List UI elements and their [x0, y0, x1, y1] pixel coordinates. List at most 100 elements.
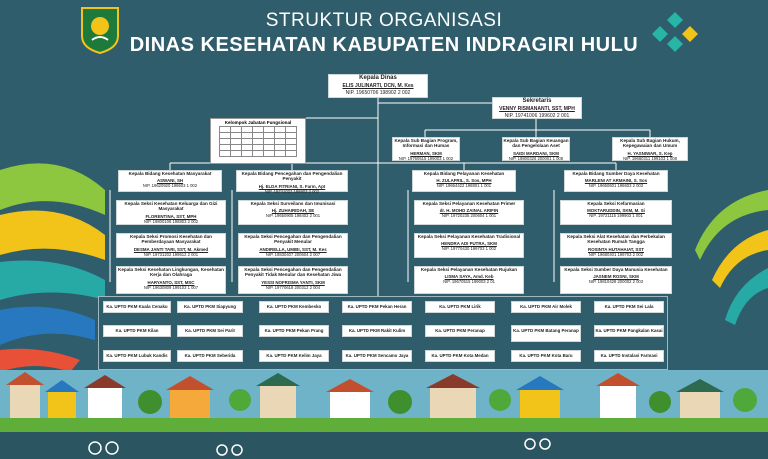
person-name: DESMA JANTI TARI, SST, M. Akmed — [133, 246, 209, 252]
subbag-program-box: Kepala Sub Bagian Program, Informasi dan… — [392, 137, 460, 161]
position-label: Kepala Seksi Pelayanan Kesehatan Primer — [422, 201, 516, 206]
grass-strip — [0, 418, 768, 432]
position-label: Kepala Seksi Kefarmasian — [587, 201, 645, 206]
person-name: ASWANI, SH — [156, 178, 184, 184]
upt-box: Ka. UPTD PKM Lubuk Kandis — [103, 350, 171, 362]
nip-number: NIP. 19720235 200604 1 001 — [441, 213, 497, 219]
upt-box: Ka. UPTD PKM Pekan Prang — [259, 325, 329, 337]
page-title-line1: STRUKTUR ORGANISASI — [265, 10, 503, 31]
nip-number: NIP. 19760515 199003 1 002 — [398, 155, 454, 161]
upt-box: Ka. UPTD PKM Rakit Kulim — [342, 325, 412, 337]
nip-number: NIP. 19800106 198803 2 002 — [143, 218, 199, 224]
nip-number: NIP. 19770618 200312 2 004 — [265, 284, 321, 290]
position-label: Kepala Seksi Alat Kesehatan dan Perbekal… — [567, 234, 665, 245]
nip-number: NIP. 19650905 198402 2 001 — [265, 213, 321, 219]
seksi-box: Kepala Seksi Kefarmasian MOKTARUDDIN, SK… — [560, 200, 672, 225]
kemenkes-logo-icon — [652, 12, 698, 52]
position-label: Kepala Bidang Pencegahan dan Pengendalia… — [241, 171, 343, 182]
subbag-keuangan-box: Kepala Sub Bagian Keuangan dan Pengelola… — [502, 137, 570, 161]
person-name: dr. H. MOHD ZAINAL ARIFIN — [439, 208, 499, 214]
nip-number: NIP. 19630809 199103 1 007 — [143, 284, 199, 290]
person-name: ROSINTA HUTAHAIAT, SST — [588, 246, 644, 252]
house-roof — [676, 379, 724, 392]
upt-box: Ka. UPTD PKM Lirik — [425, 301, 495, 313]
tree — [138, 390, 162, 414]
town-illustration — [0, 370, 768, 459]
decor-wave-right-teal — [725, 268, 768, 325]
person-name: MARLENI AT ARMAINI, S. Sos — [584, 178, 648, 184]
person-name: YESSI NOFRISMA YANTI, SKM — [261, 279, 325, 285]
house — [680, 392, 720, 418]
position-label: Kepala Seksi Pencegahan dan Pengendalian… — [244, 234, 342, 245]
nip-number: NIP. 19620920 198603 1 002 — [142, 183, 198, 189]
upt-box: Ka. UPTD PKM Pangkalan Kasai — [594, 325, 664, 337]
seksi-box: Kepala Seksi Pelayanan Kesehatan Rujukan… — [414, 266, 524, 294]
house-roof — [596, 373, 640, 386]
upt-box: Ka. UPTD PKM Kota Baru — [511, 350, 581, 362]
bidang-sdk-head-box: Kepala Bidang Sumber Daya Kesehatan MARL… — [564, 170, 668, 192]
road — [0, 432, 768, 459]
page-title-line2: DINAS KESEHATAN KABUPATEN INDRAGIRI HULU — [129, 34, 639, 56]
house-roof — [45, 380, 79, 392]
person-name: LISMA SAYA, Amd. Keb — [444, 274, 494, 280]
person-name: H. ZULAFRIL, S. Sos, MPH — [436, 178, 492, 184]
person-name: Hj. ZUHAIRIDAH, SE — [271, 208, 315, 214]
nip-number: NIP. 19741022 199903 2 002 — [264, 188, 320, 194]
upt-box: Ka. UPTD PKM Air Molek — [511, 301, 581, 313]
decor-wave-yellow — [0, 210, 105, 260]
kelompok-jabatan-fungsional-box: Kelompok Jabatan Fungsional — [210, 118, 306, 164]
bidang-p2p-head-box: Kepala Bidang Pencegahan dan Pengendalia… — [236, 170, 348, 194]
nip-number: NIP. 19800326 200001 1 008 — [508, 155, 564, 161]
regency-emblem-icon — [81, 7, 119, 54]
seksi-box: Kepala Seksi Alat Kesehatan dan Perbekal… — [560, 233, 672, 258]
upt-box: Ka. UPTD PKM Kelim Jaya — [259, 350, 329, 362]
bicycle-icon — [88, 438, 551, 456]
decor-wave-blue — [0, 306, 95, 345]
house — [88, 388, 122, 418]
person-name: VENNY RISMANANTI, SST, MPH — [499, 105, 575, 112]
tree — [489, 389, 511, 411]
position-label: Kepala Seksi Pencegahan dan Pengendalian… — [244, 267, 342, 278]
person-name: HENDRA ADI PUTRA, SKM — [441, 241, 497, 247]
tree — [733, 388, 757, 412]
seksi-box: Kepala Seksi Sumber Daya Manusia Kesehat… — [560, 266, 672, 294]
house-roof — [166, 376, 214, 390]
tree — [229, 389, 251, 411]
upt-box: Ka. UPTD PKM Pekan Heran — [342, 301, 412, 313]
fungsional-grid — [219, 126, 297, 157]
seksi-box: Kepala Seksi Promosi Kesehatan dan Pembe… — [116, 233, 226, 258]
position-label: Kepala Bidang Kesehatan Masyarakat — [128, 171, 212, 176]
house-roof — [516, 376, 564, 390]
position-label: Kepala Seksi Pelayanan Kesehatan Tradisi… — [417, 234, 521, 239]
upt-box: Ka. UPTD PKM Sencamo Jaya — [342, 350, 412, 362]
seksi-box: Kepala Seksi Surveilans dan Imunisasi Hj… — [238, 200, 348, 225]
person-name: ANDIRELLA, UMIBI, SST, M. Kes — [259, 246, 327, 252]
house — [10, 385, 40, 418]
nip-number: NIP. 19731202 199512 2 001 — [143, 251, 199, 257]
kepala-dinas-box: Kepala Dinas ELIS JULINARTI, DCN, M. Kes… — [328, 74, 428, 98]
decor-wave-teal — [0, 260, 105, 300]
nip-number: NIP. 19721115 199903 1 001 — [589, 213, 643, 219]
seksi-box: Kepala Seksi Pencegahan dan Pengendalian… — [238, 233, 348, 258]
position-label: Kepala Seksi Kesehatan Lingkungan, Keseh… — [118, 267, 224, 278]
position-label: Kepala Sub Bagian Program, Informasi dan… — [394, 138, 458, 149]
position-label: Sekretaris — [522, 98, 552, 104]
house-roof — [326, 379, 374, 392]
decor-wave-red — [0, 348, 80, 372]
position-label: Kepala Seksi Pelayanan Kesehatan Rujukan — [420, 267, 518, 272]
nip-number: NIP. 19670515 199003 2 01 — [443, 279, 495, 285]
upt-box: Ka. UPTD PKM Seberida — [177, 350, 243, 362]
house-roof — [84, 375, 126, 388]
nip-number: NIP. 19810428 200002 2 003 — [588, 279, 644, 285]
tree — [388, 390, 412, 414]
person-name: ELIS JULINARTI, DCN, M. Kes — [342, 82, 414, 89]
subbag-hukum-box: Kepala Sub Bagian Hukum, Kepegawaian dan… — [612, 137, 688, 161]
person-name: Hj. ELDA FITRIANI, S. Farm, Apt — [258, 183, 326, 189]
nip-number: NIP. 19650601 198603 2 003 — [588, 183, 644, 189]
seksi-box: Kepala Seksi Pelayanan Kesehatan Primer … — [414, 200, 524, 225]
nip-number: NIP. 19660311 199103 1 008 — [623, 155, 677, 161]
upt-box: Ka. UPTD PKM Sei Parit — [177, 325, 243, 337]
position-label: Kepala Sub Bagian Hukum, Kepegawaian dan… — [620, 138, 680, 149]
decor-wave-right-green — [695, 190, 768, 260]
